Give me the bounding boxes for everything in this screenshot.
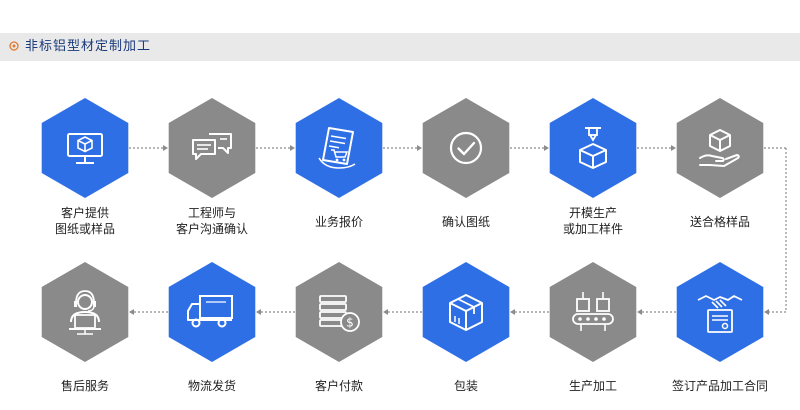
step-label: 客户提供图纸或样品: [15, 205, 155, 237]
step-label: 包装: [396, 378, 536, 394]
step-label: 客户付款: [269, 378, 409, 394]
step-label: 确认图纸: [396, 214, 536, 230]
step-label-line: 客户付款: [314, 379, 363, 393]
step-hexagon: [168, 98, 256, 198]
step-label-line: 客户提供: [60, 206, 109, 220]
step-hexagon: [168, 262, 256, 362]
step-hexagon: [676, 262, 764, 362]
arrow-right-icon: [163, 145, 168, 151]
section-header: 非标铝型材定制加工: [0, 33, 800, 61]
arrow-left-icon: [256, 309, 261, 315]
step-label-line: 送合格样品: [689, 215, 750, 229]
step-label-line: 开模生产: [568, 206, 617, 220]
step-label-line: 工程师与: [187, 206, 236, 220]
arrow-left-icon: [383, 309, 388, 315]
step-label-line: 包装: [453, 379, 478, 393]
mold-machine-icon: [579, 127, 607, 169]
circle-bullet-icon: [9, 41, 19, 51]
step-label-line: 图纸或样品: [54, 222, 115, 236]
step-label: 开模生产或加工样件: [523, 205, 663, 237]
section-title: 非标铝型材定制加工: [25, 39, 152, 54]
check-circle-icon: [449, 131, 483, 165]
truck-icon: [187, 295, 233, 328]
step-label-line: 物流发货: [187, 379, 236, 393]
coins-icon: $: [319, 295, 360, 332]
package-box-icon: [449, 294, 483, 331]
svg-text:$: $: [346, 316, 354, 330]
arrow-left-icon: [129, 309, 134, 315]
arrow-right-icon: [544, 145, 549, 151]
hand-box-icon: [699, 129, 740, 167]
step-label-line: 签订产品加工合同: [671, 379, 768, 393]
step-label: 工程师与客户沟通确认: [142, 205, 282, 237]
step-hexagon: [549, 98, 637, 198]
arrow-right-icon: [417, 145, 422, 151]
chat-bubbles-icon: [192, 133, 232, 160]
step-label: 物流发货: [142, 378, 282, 394]
step-label-line: 售后服务: [60, 379, 109, 393]
step-label: 签订产品加工合同: [650, 378, 790, 394]
step-label-line: 确认图纸: [441, 215, 490, 229]
document-cart-icon: [318, 127, 356, 169]
conveyor-icon: [572, 292, 614, 331]
arrow-left-icon: [764, 309, 769, 315]
handshake-contract-icon: [697, 295, 743, 333]
headset-support-icon: [69, 290, 101, 335]
step-label-line: 或加工样件: [562, 222, 623, 236]
arrow-left-icon: [637, 309, 642, 315]
monitor-box-icon: [67, 133, 103, 164]
arrow-right-icon: [290, 145, 295, 151]
step-label-line: 生产加工: [568, 379, 617, 393]
step-label: 业务报价: [269, 214, 409, 230]
arrow-right-icon: [671, 145, 676, 151]
step-hexagon: [549, 262, 637, 362]
step-hexagon: [295, 98, 383, 198]
arrow-left-icon: [510, 309, 515, 315]
step-label: 售后服务: [15, 378, 155, 394]
step-label-line: 业务报价: [314, 215, 363, 229]
step-hexagon: [422, 98, 510, 198]
step-label-line: 客户沟通确认: [175, 222, 248, 236]
step-label: 送合格样品: [650, 214, 790, 230]
step-label: 生产加工: [523, 378, 663, 394]
